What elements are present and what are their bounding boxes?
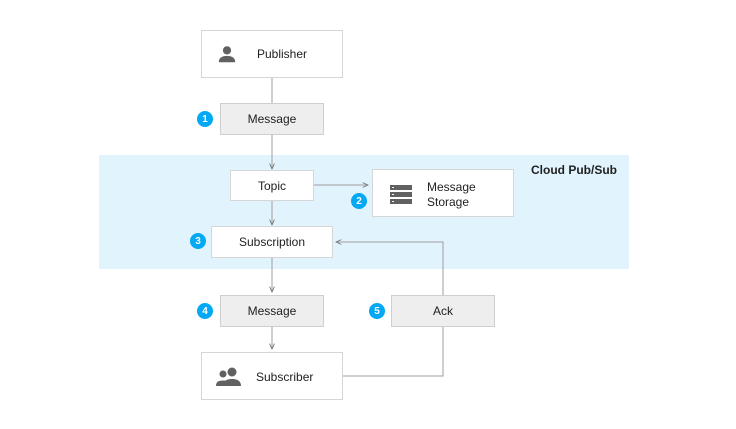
topic-label: Topic xyxy=(257,178,286,193)
subscriber-label: Subscriber xyxy=(256,370,314,384)
step-badge-5: 5 xyxy=(369,303,385,319)
publisher-node: Publisher xyxy=(201,30,343,78)
message-out-node: Message xyxy=(220,295,324,327)
storage-icon xyxy=(390,185,412,204)
step-badge-1: 1 xyxy=(197,111,213,127)
cloud-pubsub-region: Cloud Pub/Sub xyxy=(99,155,629,269)
message-in-label: Message xyxy=(247,112,297,126)
ack-node: Ack xyxy=(391,295,495,327)
storage-label-line1: Message xyxy=(427,180,476,194)
storage-label-line2: Storage xyxy=(427,195,470,209)
message-out-label: Message xyxy=(247,304,297,318)
message-in-node: Message xyxy=(220,103,324,135)
message-storage-node: Message Storage xyxy=(372,169,514,217)
subscription-label: Subscription xyxy=(238,235,306,249)
step-badge-2: 2 xyxy=(351,193,367,209)
edge-subscriber-ack xyxy=(343,327,444,377)
subscription-node: Subscription xyxy=(211,226,333,258)
subscriber-node: Subscriber xyxy=(201,352,343,400)
region-label: Cloud Pub/Sub xyxy=(531,163,617,177)
ack-label: Ack xyxy=(432,304,453,318)
people-icon xyxy=(216,367,241,386)
step-badge-3: 3 xyxy=(190,233,206,249)
topic-node: Topic xyxy=(230,170,314,201)
publisher-label: Publisher xyxy=(257,47,308,61)
step-badge-4: 4 xyxy=(197,303,213,319)
person-icon xyxy=(218,46,236,63)
